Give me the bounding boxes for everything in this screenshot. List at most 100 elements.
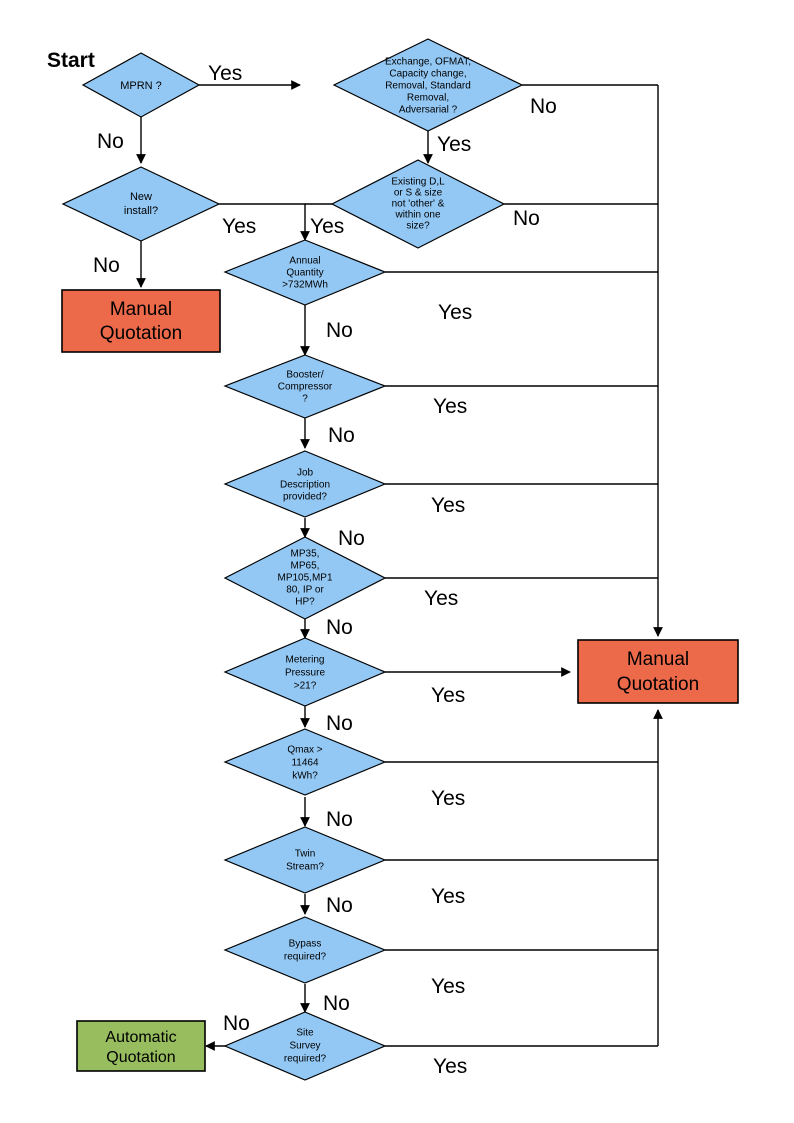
start-label: Start — [47, 49, 95, 72]
automatic-quotation-line-0: Automatic — [105, 1029, 176, 1046]
decision-booster-compressor-shape[interactable] — [223, 354, 387, 419]
label-booster-no: No — [328, 424, 355, 447]
label-annual-yes: Yes — [438, 301, 472, 324]
edge-labels: Yes No No Yes Yes No Yes No Yes No Yes N… — [93, 62, 557, 1078]
decision-annual-quantity-shape[interactable] — [223, 239, 387, 306]
decision-annual-quantity-line-1: Quantity — [286, 268, 323, 279]
decision-annual-quantity[interactable]: Annual Quantity >732MWh — [223, 239, 387, 306]
decision-pressure-tier-shape[interactable] — [223, 536, 387, 620]
label-tier-no: No — [326, 616, 353, 639]
decision-bypass[interactable]: Bypass required? — [223, 916, 387, 984]
manual-quotation-right-box[interactable] — [577, 639, 739, 704]
decision-survey-line-2: required? — [284, 1054, 327, 1065]
manual-quotation-right-line-1: Quotation — [617, 674, 699, 695]
decision-qmax-line-2: kWh? — [292, 771, 318, 782]
decision-qmax-shape[interactable] — [223, 728, 387, 796]
decision-exchange-line-1: Capacity change, — [389, 69, 466, 80]
terminal-automatic-quotation[interactable]: Automatic Quotation — [76, 1020, 206, 1072]
decision-existing-dls-line-3: within one — [394, 210, 440, 221]
decision-exchange[interactable]: Exchange, OFMAT, Capacity change, Remova… — [332, 38, 524, 132]
decision-twin-line-0: Twin — [295, 849, 316, 860]
label-metering-no: No — [326, 712, 353, 735]
manual-quotation-left-box[interactable] — [61, 289, 221, 353]
decision-exchange-line-2: Removal, Standard — [385, 81, 471, 92]
decision-exchange-line-4: Adversarial ? — [399, 105, 458, 116]
label-bypass-yes: Yes — [431, 975, 465, 998]
label-bypass-no: No — [323, 992, 350, 1015]
decision-bypass-line-0: Bypass — [289, 939, 322, 950]
decision-twin-stream-shape[interactable] — [223, 826, 387, 894]
decision-exchange-shape[interactable] — [332, 38, 524, 132]
decision-mprn[interactable]: MPRN ? — [81, 52, 201, 118]
decision-job-description[interactable]: Job Description provided? — [223, 450, 387, 518]
label-twin-yes: Yes — [431, 885, 465, 908]
decision-tier-line-3: 80, IP or — [286, 585, 324, 596]
decision-qmax-line-0: Qmax > — [287, 745, 322, 756]
label-twin-no: No — [326, 894, 353, 917]
decision-metering-pressure[interactable]: Metering Pressure >21? — [223, 637, 387, 707]
decision-metering-pressure-shape[interactable] — [223, 637, 387, 707]
decision-existing-dls-line-1: or S & size — [394, 188, 443, 199]
label-existing-no: No — [513, 207, 540, 230]
decision-twin-line-1: Stream? — [286, 862, 324, 873]
label-existing-yes: Yes — [310, 215, 344, 238]
automatic-quotation-line-1: Quotation — [106, 1049, 175, 1066]
decision-site-survey-shape[interactable] — [223, 1011, 387, 1081]
decision-existing-dls-line-4: size? — [406, 221, 430, 232]
manual-quotation-right-line-0: Manual — [627, 649, 689, 670]
terminal-manual-quotation-right[interactable]: Manual Quotation — [577, 639, 739, 704]
label-new-install-no: No — [93, 254, 120, 277]
label-job-no: No — [338, 527, 365, 550]
decision-annual-quantity-line-2: >732MWh — [282, 280, 328, 291]
decision-twin-stream[interactable]: Twin Stream? — [223, 826, 387, 894]
decision-new-install-shape[interactable] — [61, 166, 221, 242]
decision-existing-dls[interactable]: Existing D,L or S & size not 'other' & w… — [330, 159, 506, 249]
decision-job-line-1: Description — [280, 480, 330, 491]
decision-booster-compressor[interactable]: Booster/ Compressor ? — [223, 354, 387, 419]
label-qmax-no: No — [326, 808, 353, 831]
label-exchange-yes: Yes — [437, 133, 471, 156]
decision-booster-line-2: ? — [302, 394, 308, 405]
decision-exchange-line-0: Exchange, OFMAT, — [385, 57, 471, 68]
decision-job-line-0: Job — [297, 468, 314, 479]
decision-exchange-line-3: Removal, — [407, 93, 449, 104]
decision-survey-line-0: Site — [296, 1028, 314, 1039]
label-tier-yes: Yes — [424, 587, 458, 610]
automatic-quotation-box[interactable] — [76, 1020, 206, 1072]
label-mprn-yes: Yes — [208, 62, 242, 85]
label-exchange-no: No — [530, 95, 557, 118]
decision-bypass-shape[interactable] — [223, 916, 387, 984]
label-mprn-no: No — [97, 130, 124, 153]
decision-tier-line-0: MP35, — [291, 549, 320, 560]
label-qmax-yes: Yes — [431, 787, 465, 810]
decision-existing-dls-shape[interactable] — [330, 159, 506, 249]
decision-bypass-line-1: required? — [284, 952, 327, 963]
decision-survey-line-1: Survey — [289, 1041, 320, 1052]
label-booster-yes: Yes — [433, 395, 467, 418]
decision-site-survey[interactable]: Site Survey required? — [223, 1011, 387, 1081]
decision-new-install-line-1: install? — [124, 205, 158, 217]
decision-new-install-line-0: New — [130, 191, 152, 203]
decision-existing-dls-line-0: Existing D,L — [391, 177, 445, 188]
decision-pressure-tier[interactable]: MP35, MP65, MP105,MP1 80, IP or HP? — [223, 536, 387, 620]
decision-booster-line-1: Compressor — [278, 382, 333, 393]
decision-new-install[interactable]: New install? — [61, 166, 221, 242]
label-metering-yes: Yes — [431, 684, 465, 707]
label-job-yes: Yes — [431, 494, 465, 517]
decision-mprn-shape[interactable] — [81, 52, 201, 118]
decision-metering-line-2: >21? — [294, 681, 317, 692]
decision-metering-line-1: Pressure — [285, 668, 325, 679]
decision-existing-dls-line-2: not 'other' & — [392, 199, 445, 210]
label-survey-no: No — [223, 1012, 250, 1035]
label-annual-no: No — [326, 319, 353, 342]
terminal-manual-quotation-left[interactable]: Manual Quotation — [61, 289, 221, 353]
manual-quotation-left-line-0: Manual — [110, 299, 172, 320]
decision-booster-line-0: Booster/ — [286, 370, 323, 381]
decision-qmax[interactable]: Qmax > 11464 kWh? — [223, 728, 387, 796]
decision-qmax-line-1: 11464 — [291, 758, 319, 769]
decision-job-description-shape[interactable] — [223, 450, 387, 518]
decision-mprn-line-0: MPRN ? — [120, 80, 162, 92]
decision-tier-line-1: MP65, — [291, 561, 320, 572]
